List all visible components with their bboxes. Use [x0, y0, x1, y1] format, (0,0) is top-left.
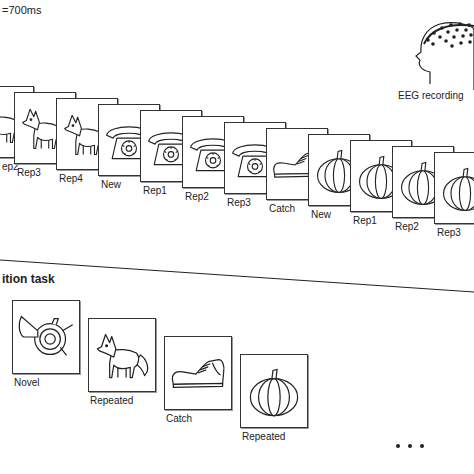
trial-label: Rep1 [143, 185, 167, 197]
card-frame [434, 152, 474, 224]
trial-label: New [101, 179, 121, 191]
trial-label: New [311, 209, 331, 221]
stimulus-card: Novel [12, 300, 80, 390]
ellipsis-dots [396, 444, 424, 448]
stimulus-drawing [435, 153, 474, 223]
trial-label: Rep4 [59, 173, 83, 185]
stimulus-drawing [13, 301, 79, 373]
trial-label: Repeated [242, 431, 285, 443]
trial-label: Rep2 [185, 191, 209, 203]
card-frame [88, 318, 156, 392]
section-title: ition task [2, 272, 55, 286]
stimulus-card: Rep3 [434, 152, 474, 240]
trial-label: Catch [269, 203, 295, 215]
eeg-label: EEG recording [398, 90, 464, 101]
card-frame [12, 300, 80, 374]
trial-label: Rep3 [437, 227, 461, 239]
stimulus-card: Repeated [88, 318, 156, 408]
eeg-head [416, 22, 474, 90]
section-divider [0, 260, 474, 292]
stimulus-drawing [89, 319, 155, 391]
timing-note: =700ms [2, 4, 41, 16]
trial-label: Novel [14, 377, 40, 389]
trial-label: Rep2 [395, 221, 419, 233]
trial-label: Repeated [90, 395, 133, 407]
stimulus-drawing [165, 337, 231, 409]
trial-label: Rep3 [227, 197, 251, 209]
card-frame [164, 336, 232, 410]
stimulus-drawing [241, 355, 307, 427]
trial-label: Catch [166, 413, 192, 425]
stimulus-card: Catch [164, 336, 232, 426]
trial-label: Rep1 [353, 215, 377, 227]
stimulus-card: Repeated [240, 354, 308, 444]
trial-label: Rep3 [17, 167, 41, 179]
card-frame [240, 354, 308, 428]
